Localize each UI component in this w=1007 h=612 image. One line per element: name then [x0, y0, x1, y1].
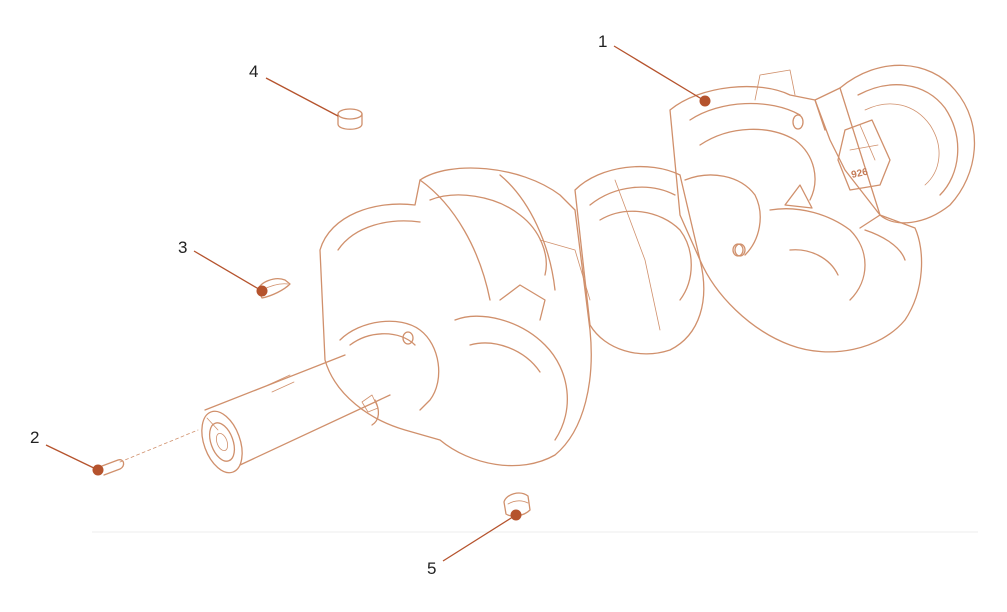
plug-drawing — [337, 108, 363, 130]
callout-1-dot — [699, 95, 711, 107]
callout-2-number: 2 — [30, 428, 39, 447]
callout-3-leader — [193, 250, 263, 292]
crankshaft-drawing: 926 — [201, 64, 976, 474]
part-marking: 926 — [850, 167, 869, 181]
key-drawing — [503, 492, 531, 517]
callout-2: 2 — [30, 428, 104, 476]
callout-1-number: 1 — [598, 32, 607, 51]
pin-drawing — [101, 429, 199, 476]
callout-3-number: 3 — [178, 238, 187, 257]
front-crank-section — [319, 167, 592, 467]
callout-3: 3 — [178, 238, 268, 297]
callout-2-dot — [92, 464, 104, 476]
rear-crank-section — [669, 69, 923, 353]
callout-2-leader — [45, 444, 99, 471]
callout-4-leader — [265, 77, 339, 117]
callout-1: 1 — [598, 32, 711, 107]
callout-5-dot — [510, 509, 522, 521]
rear-flange — [814, 64, 976, 229]
callout-5-leader — [442, 514, 517, 562]
callout-5-number: 5 — [427, 559, 436, 578]
callout-5: 5 — [427, 509, 522, 578]
callout-4-number: 4 — [249, 62, 258, 81]
front-snout — [201, 320, 440, 474]
callout-3-dot — [256, 285, 268, 297]
callout-1-leader — [613, 45, 706, 102]
middle-crank-section — [574, 165, 761, 355]
callout-4: 4 — [249, 62, 339, 117]
